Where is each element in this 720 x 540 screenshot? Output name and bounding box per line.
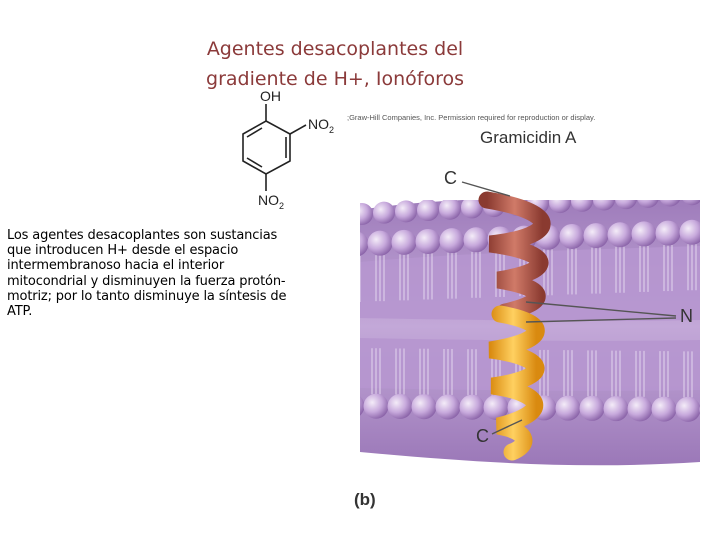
lipid-head — [412, 394, 437, 419]
label-n-terminus: N — [680, 306, 693, 327]
lipid-head — [632, 221, 657, 246]
lipid-head — [351, 203, 373, 225]
lipid-head — [676, 397, 701, 422]
lipid-head — [417, 199, 439, 221]
lipid-head — [388, 394, 413, 419]
lipid-head — [628, 396, 653, 421]
lipid-head — [680, 220, 705, 245]
lipid-head — [681, 183, 703, 205]
lipid-head — [560, 224, 585, 249]
lipid-head — [656, 221, 681, 246]
lipid-head — [464, 227, 489, 252]
lipid-head — [364, 394, 389, 419]
lipid-head — [436, 394, 461, 419]
panel-label: (b) — [354, 490, 376, 510]
lipid-head — [652, 397, 677, 422]
lipid-head — [571, 190, 593, 212]
lipid-head — [340, 394, 365, 419]
lipid-head — [584, 223, 609, 248]
lipid-head — [604, 396, 629, 421]
lipid-head — [373, 202, 395, 224]
label-c-terminus-bottom: C — [476, 426, 489, 447]
lipid-head — [549, 191, 571, 213]
lipid-head — [615, 187, 637, 209]
lipid-head — [344, 232, 369, 257]
lipid-head — [440, 228, 465, 253]
lipid-head — [700, 397, 720, 422]
lipid-head — [368, 231, 393, 256]
lipid-head — [395, 200, 417, 222]
lipid-head — [460, 395, 485, 420]
lipid-head — [439, 198, 461, 220]
lipid-head — [580, 396, 605, 421]
lipid-head — [392, 230, 417, 255]
figure-title-gramicidin: Gramicidin A — [480, 128, 576, 148]
lipid-head — [593, 188, 615, 210]
lipid-head — [416, 229, 441, 254]
lipid-head — [608, 222, 633, 247]
lipid-head — [659, 185, 681, 207]
lipid-head — [556, 396, 581, 421]
lipid-head — [703, 182, 720, 204]
lipid-head — [637, 186, 659, 208]
label-c-terminus-top: C — [444, 168, 457, 189]
